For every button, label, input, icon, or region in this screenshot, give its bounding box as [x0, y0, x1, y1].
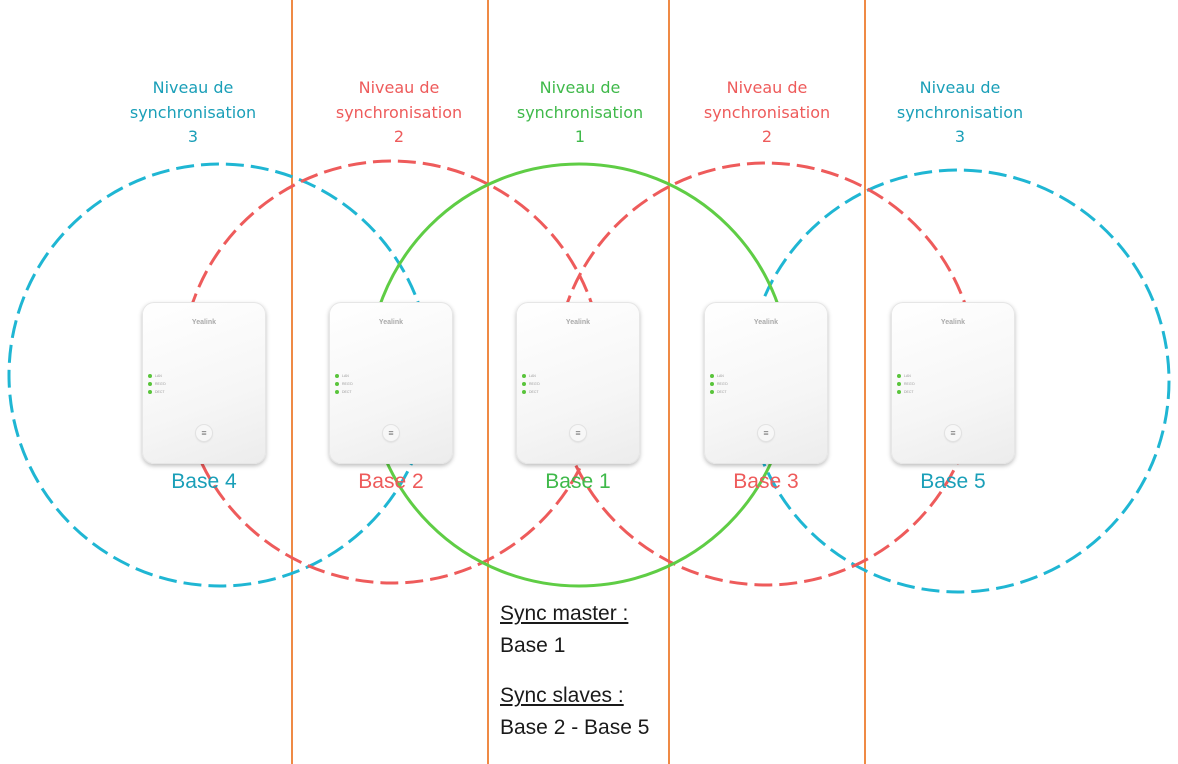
led-label: LAN: [342, 374, 349, 378]
menu-icon: ≡: [383, 425, 399, 441]
led-label: DECT: [904, 390, 914, 394]
level-label-number: 1: [574, 127, 586, 146]
level-label-base-1: Niveau de synchronisation 1: [490, 76, 670, 150]
level-label-line: Niveau de: [358, 78, 440, 97]
led-icon: [897, 390, 901, 394]
level-label-number: 3: [954, 127, 966, 146]
led-panel: LAN REG'D DECT: [148, 372, 166, 396]
level-label-line: synchronisation: [129, 102, 257, 122]
level-label-line: Niveau de: [919, 78, 1001, 97]
sync-slaves-title: Sync slaves :: [500, 684, 624, 707]
sync-slaves-value: Base 2 - Base 5: [500, 716, 650, 739]
base-station-4: Yealink LAN REG'D DECT ≡: [142, 302, 266, 464]
led-icon: [897, 374, 901, 378]
led-label: DECT: [342, 390, 352, 394]
led-label: LAN: [717, 374, 724, 378]
level-label-line: Niveau de: [539, 78, 621, 97]
led-label: DECT: [717, 390, 727, 394]
led-label: REG'D: [155, 382, 166, 386]
led-panel: LAN REG'D DECT: [522, 372, 540, 396]
sync-master-value: Base 1: [500, 634, 566, 657]
led-icon: [148, 390, 152, 394]
brand-logo: Yealink: [378, 319, 404, 326]
base-label-2: Base 2: [358, 470, 424, 493]
level-label-line: synchronisation: [703, 102, 831, 122]
led-icon: [897, 382, 901, 386]
menu-icon: ≡: [570, 425, 586, 441]
sync-slaves-block: Sync slaves : Base 2 - Base 5: [500, 684, 649, 740]
menu-icon: ≡: [945, 425, 961, 441]
brand-logo: Yealink: [940, 319, 966, 326]
led-icon: [710, 390, 714, 394]
led-label: LAN: [155, 374, 162, 378]
level-label-number: 2: [761, 127, 773, 146]
led-icon: [335, 374, 339, 378]
led-panel: LAN REG'D DECT: [710, 372, 728, 396]
base-station-1: Yealink LAN REG'D DECT ≡: [516, 302, 640, 464]
led-label: REG'D: [717, 382, 728, 386]
led-label: REG'D: [904, 382, 915, 386]
led-icon: [335, 382, 339, 386]
menu-icon: ≡: [758, 425, 774, 441]
brand-logo: Yealink: [565, 319, 591, 326]
level-label-base-4: Niveau de synchronisation 3: [103, 76, 283, 150]
led-icon: [522, 374, 526, 378]
led-icon: [522, 382, 526, 386]
led-icon: [710, 382, 714, 386]
level-label-line: synchronisation: [335, 102, 463, 122]
base-label-5: Base 5: [920, 470, 986, 493]
base-station-5: Yealink LAN REG'D DECT ≡: [891, 302, 1015, 464]
led-panel: LAN REG'D DECT: [335, 372, 353, 396]
led-icon: [710, 374, 714, 378]
led-icon: [148, 374, 152, 378]
base-label-1: Base 1: [545, 470, 611, 493]
led-panel: LAN REG'D DECT: [897, 372, 915, 396]
brand-logo: Yealink: [191, 319, 217, 326]
sync-master-title: Sync master :: [500, 602, 629, 625]
base-station-3: Yealink LAN REG'D DECT ≡: [704, 302, 828, 464]
led-label: DECT: [529, 390, 539, 394]
menu-icon: ≡: [196, 425, 212, 441]
led-icon: [335, 390, 339, 394]
level-label-number: 3: [187, 127, 199, 146]
level-label-base-3: Niveau de synchronisation 2: [677, 76, 857, 150]
led-label: REG'D: [529, 382, 540, 386]
led-label: LAN: [529, 374, 536, 378]
sync-master-block: Sync master : Base 1: [500, 602, 628, 658]
led-label: LAN: [904, 374, 911, 378]
level-label-line: Niveau de: [726, 78, 808, 97]
level-label-base-2: Niveau de synchronisation 2: [309, 76, 489, 150]
level-label-line: Niveau de: [152, 78, 234, 97]
base-label-3: Base 3: [733, 470, 799, 493]
led-icon: [148, 382, 152, 386]
base-label-4: Base 4: [171, 470, 237, 493]
base-station-2: Yealink LAN REG'D DECT ≡: [329, 302, 453, 464]
level-label-number: 2: [393, 127, 405, 146]
level-label-base-5: Niveau de synchronisation 3: [870, 76, 1050, 150]
level-label-line: synchronisation: [896, 102, 1024, 122]
level-label-line: synchronisation: [516, 102, 644, 122]
led-label: REG'D: [342, 382, 353, 386]
led-icon: [522, 390, 526, 394]
led-label: DECT: [155, 390, 165, 394]
brand-logo: Yealink: [753, 319, 779, 326]
